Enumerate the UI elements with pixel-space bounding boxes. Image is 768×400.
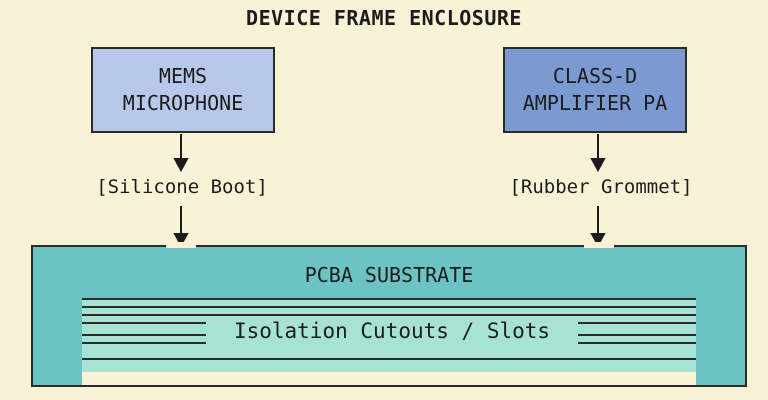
diagram-title: DEVICE FRAME ENCLOSURE [246,6,522,30]
class-d-amplifier-label-line2: AMPLIFIER PA [522,91,668,115]
slot-line [82,314,696,316]
class-d-amplifier-label-line1: CLASS-D [552,64,638,88]
mic-mount-gap [166,242,196,248]
grommet-to-pcba-arrowhead [590,233,606,248]
slot-line [82,358,696,360]
silicone-boot-label: [Silicone Boot] [96,176,268,198]
slot-bottom-strip [82,372,696,385]
boot-to-pcba-arrowhead [173,233,189,248]
isolation-cutouts-label: Isolation Cutouts / Slots [206,318,578,344]
pcba-substrate-title: PCBA SUBSTRATE [304,263,474,287]
mems-microphone-box: MEMS MICROPHONE [91,47,275,133]
slot-line [82,298,696,300]
mems-microphone-label-line2: MICROPHONE [122,91,244,115]
mic-to-boot-arrowhead [173,158,189,173]
rubber-grommet-label: [Rubber Grommet] [509,176,693,198]
amp-mount-gap [584,242,614,248]
class-d-amplifier-box: CLASS-D AMPLIFIER PA [503,47,687,133]
mems-microphone-label-line1: MEMS [158,64,208,88]
amp-to-grommet-arrowhead [590,158,606,173]
slot-line [82,306,696,308]
